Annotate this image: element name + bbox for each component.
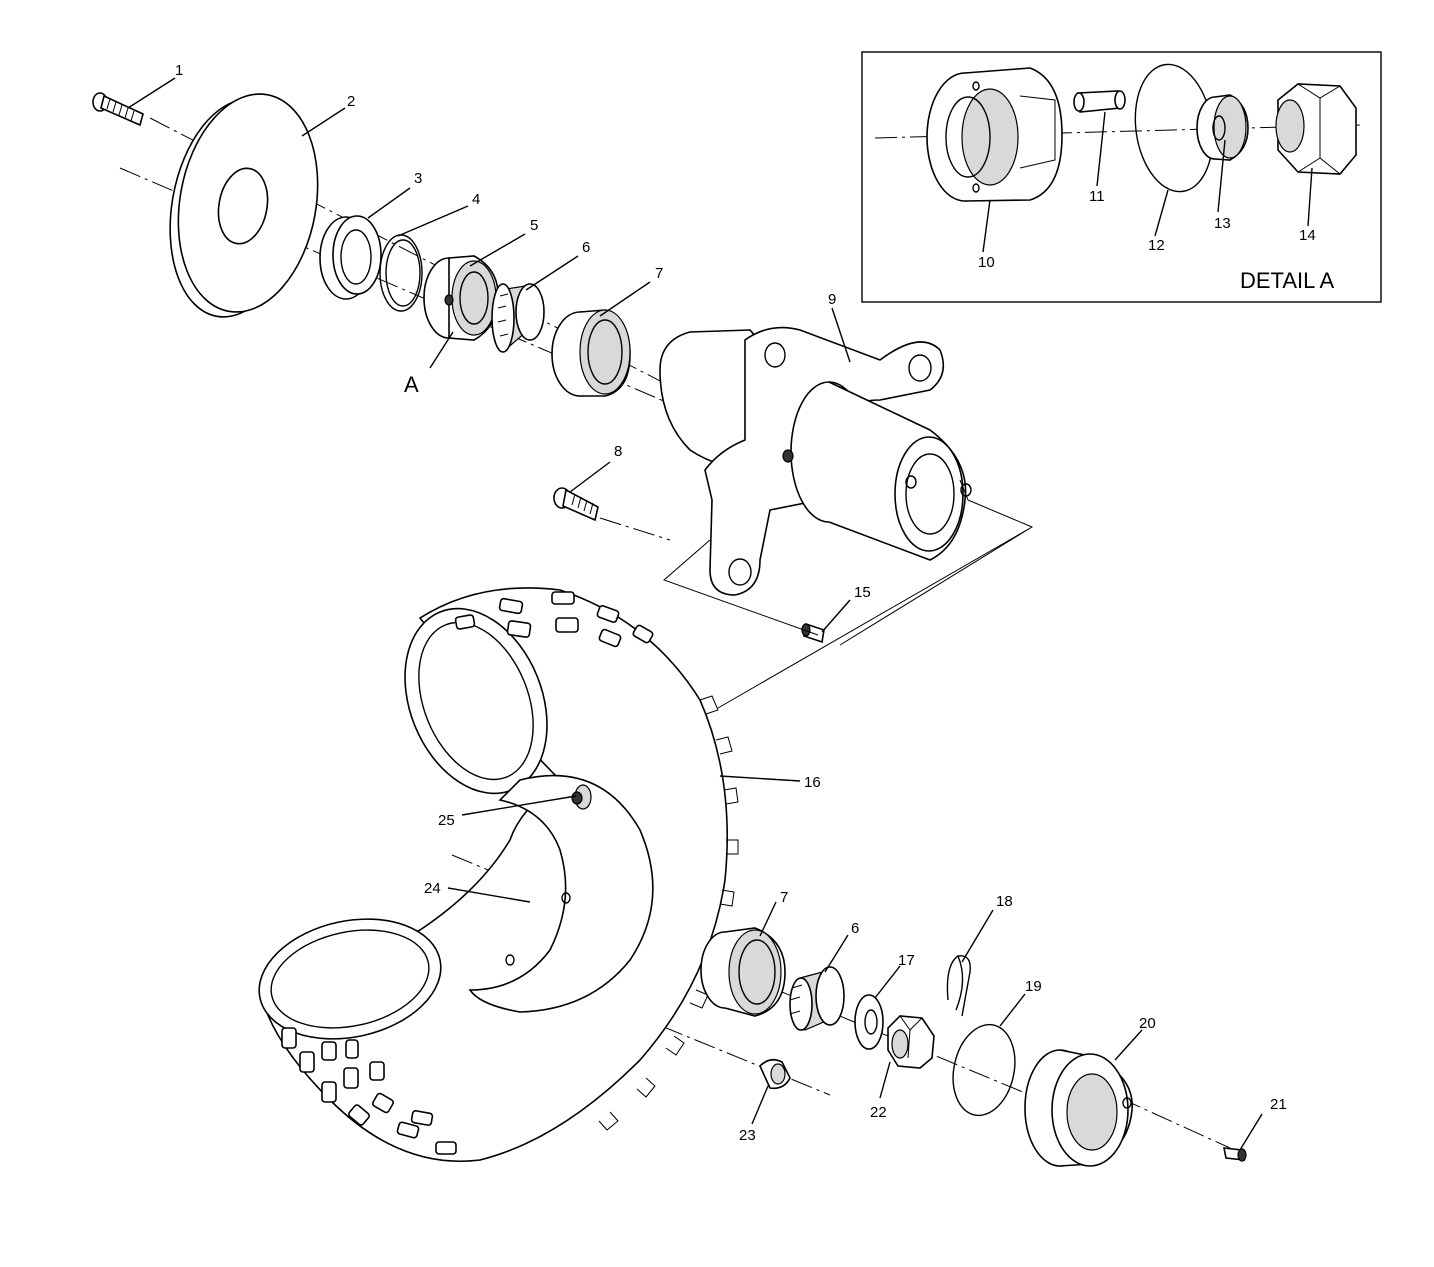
detail-a-box xyxy=(861,51,1382,303)
part-9-spindle xyxy=(659,326,972,596)
callout-19: 19 xyxy=(1025,978,1042,995)
part-5-hub-assembly xyxy=(423,255,499,341)
callout-7-upper: 7 xyxy=(655,265,663,282)
part-8-bolt xyxy=(553,487,599,522)
callout-10: 10 xyxy=(978,254,995,271)
part-16-tire xyxy=(258,587,739,1163)
callout-14: 14 xyxy=(1299,227,1316,244)
assembly-outline xyxy=(663,479,1034,709)
part-19-o-ring xyxy=(952,1023,1016,1117)
part-6-bearing-lower xyxy=(789,966,845,1031)
callout-13: 13 xyxy=(1214,215,1231,232)
part-7-race-upper xyxy=(551,309,631,397)
callout-18: 18 xyxy=(996,893,1013,910)
callout-6-upper: 6 xyxy=(582,239,590,256)
callout-20: 20 xyxy=(1139,1015,1156,1032)
callout-16: 16 xyxy=(804,774,821,791)
callout-15: 15 xyxy=(854,584,871,601)
callout-7-lower: 7 xyxy=(780,889,788,906)
callout-25: 25 xyxy=(438,812,455,829)
callout-22: 22 xyxy=(870,1104,887,1121)
part-7-race-lower xyxy=(700,927,786,1017)
tire-tread-blocks xyxy=(281,591,654,1155)
callout-1: 1 xyxy=(175,62,183,79)
callout-labels: 1 2 3 4 5 6 7 8 9 10 11 12 13 14 15 16 7… xyxy=(175,62,1334,1144)
callout-2: 2 xyxy=(347,93,355,110)
callout-24: 24 xyxy=(424,880,441,897)
callout-3: 3 xyxy=(414,170,422,187)
callout-23: 23 xyxy=(739,1127,756,1144)
part-13-spacer xyxy=(1196,94,1249,161)
part-4-snap-ring xyxy=(379,234,423,312)
callout-17: 17 xyxy=(898,952,915,969)
part-22-castle-nut xyxy=(887,1015,935,1069)
part-11-pin xyxy=(1073,90,1126,113)
part-17-washer xyxy=(854,994,884,1050)
part-1-screw xyxy=(92,92,144,127)
detail-a-title: DETAIL A xyxy=(1240,268,1334,293)
leader-lines xyxy=(127,77,1313,1151)
part-20-hub-cap xyxy=(1024,1049,1133,1167)
callout-8: 8 xyxy=(614,443,622,460)
part-24-wheel-rim xyxy=(468,774,654,1013)
detail-ref-a: A xyxy=(404,372,419,397)
callout-9: 9 xyxy=(828,291,836,308)
part-18-cotter-pin xyxy=(946,955,971,1017)
part-6-bearing-upper xyxy=(491,283,545,353)
callout-11: 11 xyxy=(1089,188,1105,205)
part-3-seal xyxy=(319,215,382,300)
part-23-lug-nut xyxy=(759,1058,791,1090)
part-10-hub-clutch xyxy=(926,67,1063,202)
callout-12: 12 xyxy=(1148,237,1165,254)
callout-5: 5 xyxy=(530,217,538,234)
part-21-screw xyxy=(1223,1147,1247,1162)
callout-21: 21 xyxy=(1270,1096,1287,1113)
part-2-disc xyxy=(169,93,319,318)
callout-4: 4 xyxy=(472,191,480,208)
callout-6-lower: 6 xyxy=(851,920,859,937)
part-14-nut xyxy=(1275,83,1357,175)
part-15-fitting xyxy=(801,622,825,644)
